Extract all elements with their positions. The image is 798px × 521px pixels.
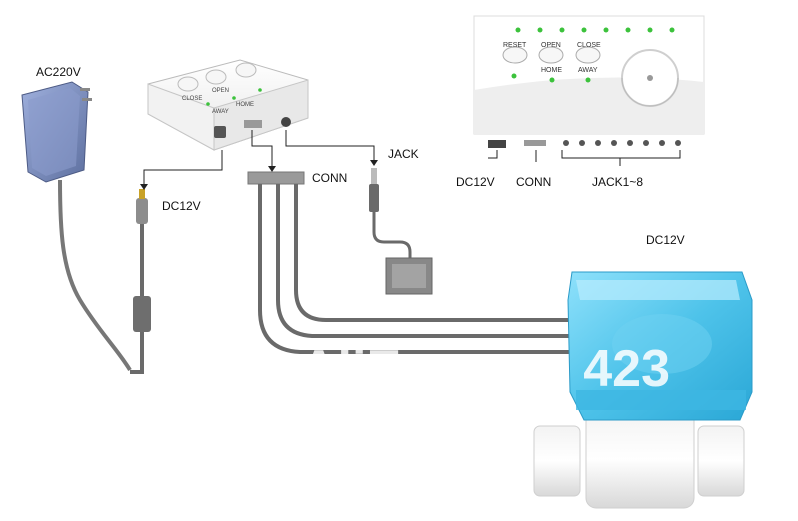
jack-port — [281, 117, 291, 127]
led-indicator — [232, 96, 236, 100]
label-jack-left: JACK — [388, 147, 419, 161]
panel-sublabel: HOME — [541, 67, 562, 74]
led-indicator — [585, 77, 591, 83]
reset-button[interactable] — [502, 46, 528, 64]
led-indicator — [549, 77, 555, 83]
label-dc12v-valve: DC12V — [646, 233, 685, 247]
connector-line — [143, 150, 223, 186]
panel-conn-port — [524, 140, 546, 146]
label-conn-panel: CONN — [516, 175, 551, 189]
small-box-led-label: HOME — [236, 102, 254, 108]
open-button-panel[interactable] — [538, 46, 564, 64]
conn-cables — [258, 184, 580, 354]
led-indicator — [511, 73, 517, 79]
small-box-led-label: AWAY — [212, 109, 229, 115]
panel-dc-port — [488, 140, 506, 148]
led-indicator — [258, 88, 262, 92]
open-button[interactable] — [205, 69, 227, 85]
small-controller-box: CLOSE OPEN AWAY HOME — [147, 59, 309, 151]
dc-plug-cable — [130, 189, 151, 374]
label-dc12v-panel: DC12V — [456, 175, 495, 189]
panel-button-label: CLOSE — [577, 42, 601, 49]
panel-button-label: OPEN — [541, 42, 561, 49]
third-button[interactable] — [235, 62, 257, 78]
conn-connector — [247, 171, 305, 185]
label-conn-left: CONN — [312, 171, 347, 185]
watermark-text: AliExpress 423 — [300, 340, 670, 398]
small-box-button-label: OPEN — [212, 88, 229, 94]
panel-sublabel: AWAY — [578, 67, 598, 74]
top-led-row — [515, 27, 675, 33]
close-button-panel[interactable] — [575, 46, 601, 64]
motorized-valve — [533, 271, 753, 509]
label-jack-panel: JACK1~8 — [592, 175, 643, 189]
label-dc12v-adapter: DC12V — [162, 199, 201, 213]
jack-plug — [369, 168, 433, 295]
close-button[interactable] — [177, 76, 199, 92]
ac-adapter — [21, 81, 132, 372]
plug-prong-icon — [80, 88, 90, 91]
led-indicator — [206, 102, 210, 106]
main-control-panel: RESET OPEN CLOSE HOME AWAY — [473, 15, 705, 148]
panel-button-label: RESET — [503, 42, 527, 49]
label-ac220v: AC220V — [36, 65, 81, 79]
small-box-button-label: CLOSE — [182, 96, 202, 102]
dc-jack-port — [214, 126, 226, 138]
panel-jack-ports — [563, 140, 681, 146]
conn-port — [244, 120, 262, 128]
